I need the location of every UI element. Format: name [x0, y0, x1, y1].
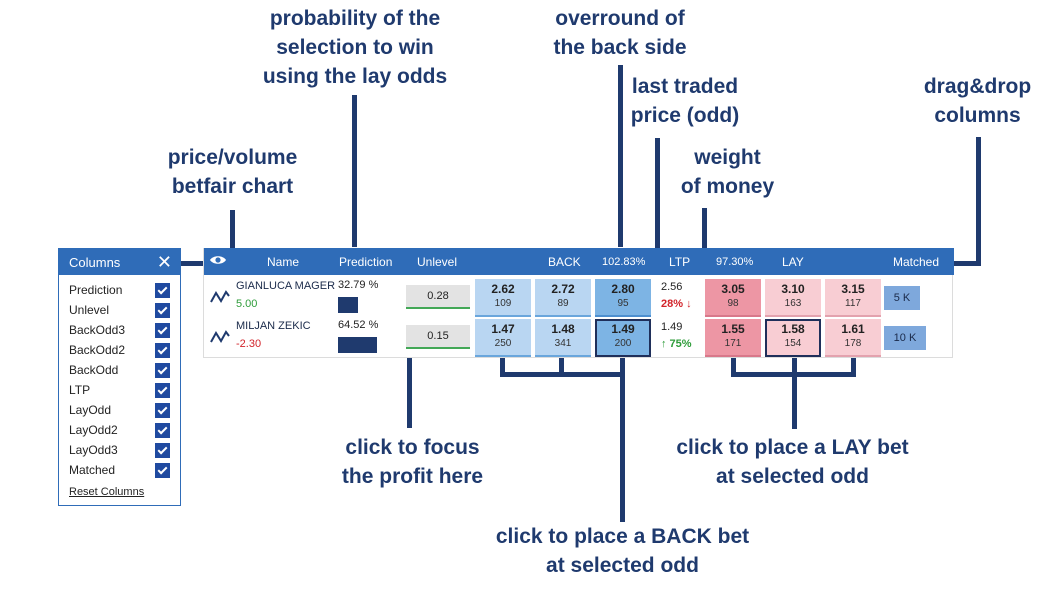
connector-dragdrop-h: [948, 261, 981, 266]
connector-lay-h: [731, 372, 856, 377]
runner-pnl: 5.00: [236, 298, 258, 310]
column-option-layodd2[interactable]: LayOdd2: [59, 420, 180, 440]
connector-dragdrop: [976, 137, 981, 266]
prediction-bar: [338, 297, 358, 313]
grid-header: Name Prediction Unlevel BACK 102.83% LTP…: [204, 248, 954, 275]
prediction-value: 32.79 %: [338, 279, 379, 291]
checkbox[interactable]: [155, 302, 170, 318]
runner-name: MILJAN ZEKIC: [236, 320, 311, 332]
header-prediction[interactable]: Prediction: [339, 255, 393, 269]
column-option-matched[interactable]: Matched: [59, 460, 180, 480]
checkbox[interactable]: [155, 342, 170, 358]
eye-icon[interactable]: [209, 254, 227, 266]
connector-focus: [407, 350, 412, 428]
connector-lay-2: [792, 354, 797, 429]
connector-back-3: [620, 354, 625, 522]
connector-overround: [618, 65, 623, 247]
weight-of-money: 28% ↓: [661, 298, 692, 310]
runner-pnl: -2.30: [236, 338, 262, 350]
matched-value: 10 K: [884, 326, 926, 350]
header-ltp[interactable]: LTP: [669, 255, 691, 269]
column-option-backodd3[interactable]: BackOdd3: [59, 320, 180, 340]
connector-lay-1: [731, 354, 736, 377]
column-option-layodd3[interactable]: LayOdd3: [59, 440, 180, 460]
connector-lay-3: [851, 354, 856, 377]
checkbox[interactable]: [155, 282, 170, 298]
connector-ltp: [655, 138, 660, 280]
checkbox[interactable]: [155, 462, 170, 478]
columns-panel: Columns ✕ Prediction Unlevel BackOdd3 Ba…: [58, 248, 181, 506]
checkbox[interactable]: [155, 442, 170, 458]
header-lay[interactable]: LAY: [782, 255, 804, 269]
unlevel-button[interactable]: 0.28: [406, 285, 470, 309]
unlevel-button[interactable]: 0.15: [406, 325, 470, 349]
column-option-prediction[interactable]: Prediction: [59, 280, 180, 300]
matched-value: 5 K: [884, 286, 920, 310]
market-grid: Name Prediction Unlevel BACK 102.83% LTP…: [203, 248, 954, 358]
columns-list: Prediction Unlevel BackOdd3 BackOdd2 Bac…: [59, 275, 180, 480]
chart-icon[interactable]: [209, 287, 231, 307]
prediction-value: 64.52 %: [338, 319, 379, 331]
header-unlevel[interactable]: Unlevel: [417, 255, 458, 269]
close-icon[interactable]: ✕: [156, 252, 172, 272]
column-option-backodd2[interactable]: BackOdd2: [59, 340, 180, 360]
prediction-bar: [338, 337, 377, 353]
column-option-unlevel[interactable]: Unlevel: [59, 300, 180, 320]
header-name[interactable]: Name: [267, 255, 300, 269]
columns-panel-header: Columns ✕: [59, 249, 180, 275]
column-option-layodd[interactable]: LayOdd: [59, 400, 180, 420]
chart-icon[interactable]: [209, 327, 231, 347]
header-lay-overround: 97.30%: [716, 256, 754, 268]
ltp-value: 2.56 28% ↓: [661, 281, 703, 310]
checkbox[interactable]: [155, 322, 170, 338]
columns-panel-title: Columns: [69, 254, 121, 270]
checkbox[interactable]: [155, 382, 170, 398]
checkbox[interactable]: [155, 422, 170, 438]
connector-back-2: [559, 354, 564, 377]
header-back-overround: 102.83%: [602, 256, 646, 268]
column-option-backodd[interactable]: BackOdd: [59, 360, 180, 380]
connector-probability: [352, 95, 357, 247]
checkbox[interactable]: [155, 362, 170, 378]
header-matched[interactable]: Matched: [893, 255, 940, 269]
reset-columns-link[interactable]: Reset Columns: [69, 486, 145, 498]
connector-panel: [178, 261, 205, 266]
connector-back-h: [500, 372, 625, 377]
column-option-ltp[interactable]: LTP: [59, 380, 180, 400]
header-back[interactable]: BACK: [548, 255, 581, 269]
runner-name: GIANLUCA MAGER: [236, 280, 336, 292]
checkbox[interactable]: [155, 402, 170, 418]
connector-back-1: [500, 354, 505, 377]
weight-of-money: ↑ 75%: [661, 338, 692, 350]
ltp-value: 1.49 ↑ 75%: [661, 321, 703, 350]
